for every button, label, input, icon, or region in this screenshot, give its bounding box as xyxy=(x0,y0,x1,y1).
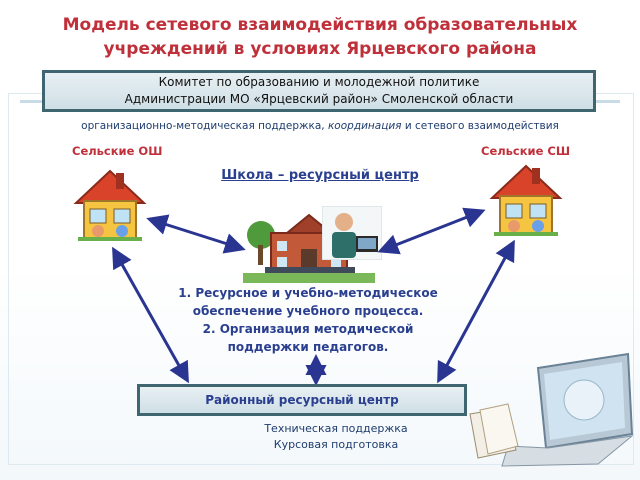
diagram-title: Модель сетевого взаимодействия образоват… xyxy=(40,13,600,61)
support-part-1: организационно-методическая поддержка, xyxy=(81,120,328,132)
support-caption: организационно-методическая поддержка, к… xyxy=(40,120,600,132)
tech-line-2: Курсовая подготовка xyxy=(273,438,399,451)
committee-box: Комитет по образованию и молодежной поли… xyxy=(42,70,596,112)
task-line-3: 2. Организация методической xyxy=(202,322,414,336)
left-school-label: Сельские ОШ xyxy=(72,144,163,158)
arrow-right-school-to-district xyxy=(437,239,515,384)
arrow-left-school-to-district xyxy=(112,246,189,384)
support-part-2: координация xyxy=(327,120,402,132)
support-part-3: и сетевого взаимодействия xyxy=(401,120,559,132)
arrow-left-school-to-center xyxy=(146,214,246,254)
right-school-label: Сельские СШ xyxy=(481,144,571,158)
teacher-icon xyxy=(322,206,382,260)
task-line-4: поддержки педагогов. xyxy=(227,340,389,354)
committee-line-2: Администрации МО «Ярцевский район» Смоле… xyxy=(124,92,514,106)
committee-line-1: Комитет по образованию и молодежной поли… xyxy=(158,75,480,89)
title-line-2: учреждений в условиях Ярцевского района xyxy=(103,39,537,59)
district-center-box: Районный ресурсный центр xyxy=(137,384,467,416)
laptop-books-icon xyxy=(469,352,634,467)
resource-center-tasks: 1. Ресурсное и учебно-методическое обесп… xyxy=(150,284,466,356)
task-line-1: 1. Ресурсное и учебно-методическое xyxy=(178,286,438,300)
house-icon-right xyxy=(486,160,566,240)
task-line-2: обеспечение учебного процесса. xyxy=(192,304,424,318)
arrow-center-to-right-school xyxy=(377,207,486,255)
house-icon-left xyxy=(70,165,150,245)
title-line-1: Модель сетевого взаимодействия образоват… xyxy=(62,15,578,35)
district-center-label: Районный ресурсный центр xyxy=(205,393,399,407)
tech-line-1: Техническая поддержка xyxy=(264,422,408,435)
resource-school-label: Школа – ресурсный центр xyxy=(221,168,419,183)
technical-support-caption: Техническая поддержка Курсовая подготовк… xyxy=(236,421,436,453)
